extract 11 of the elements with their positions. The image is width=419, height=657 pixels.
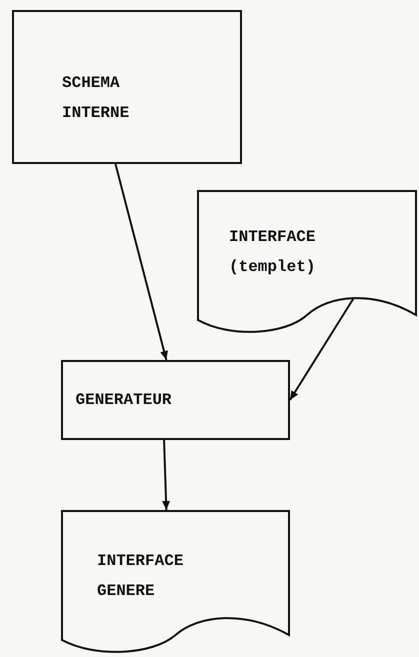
node-label: SCHEMA INTERNE: [62, 73, 130, 124]
node-label: GENERATEUR: [76, 390, 173, 411]
process-box: [61, 360, 290, 440]
arrow: [162, 440, 170, 510]
process-box: [12, 10, 242, 164]
node-label: INTERFACE GENERE: [97, 551, 184, 602]
document-shape: [61, 510, 290, 655]
document-shape: [197, 190, 417, 335]
node-label: INTERFACE (templet): [229, 227, 316, 278]
arrow: [289, 297, 355, 401]
arrow: [114, 164, 168, 360]
